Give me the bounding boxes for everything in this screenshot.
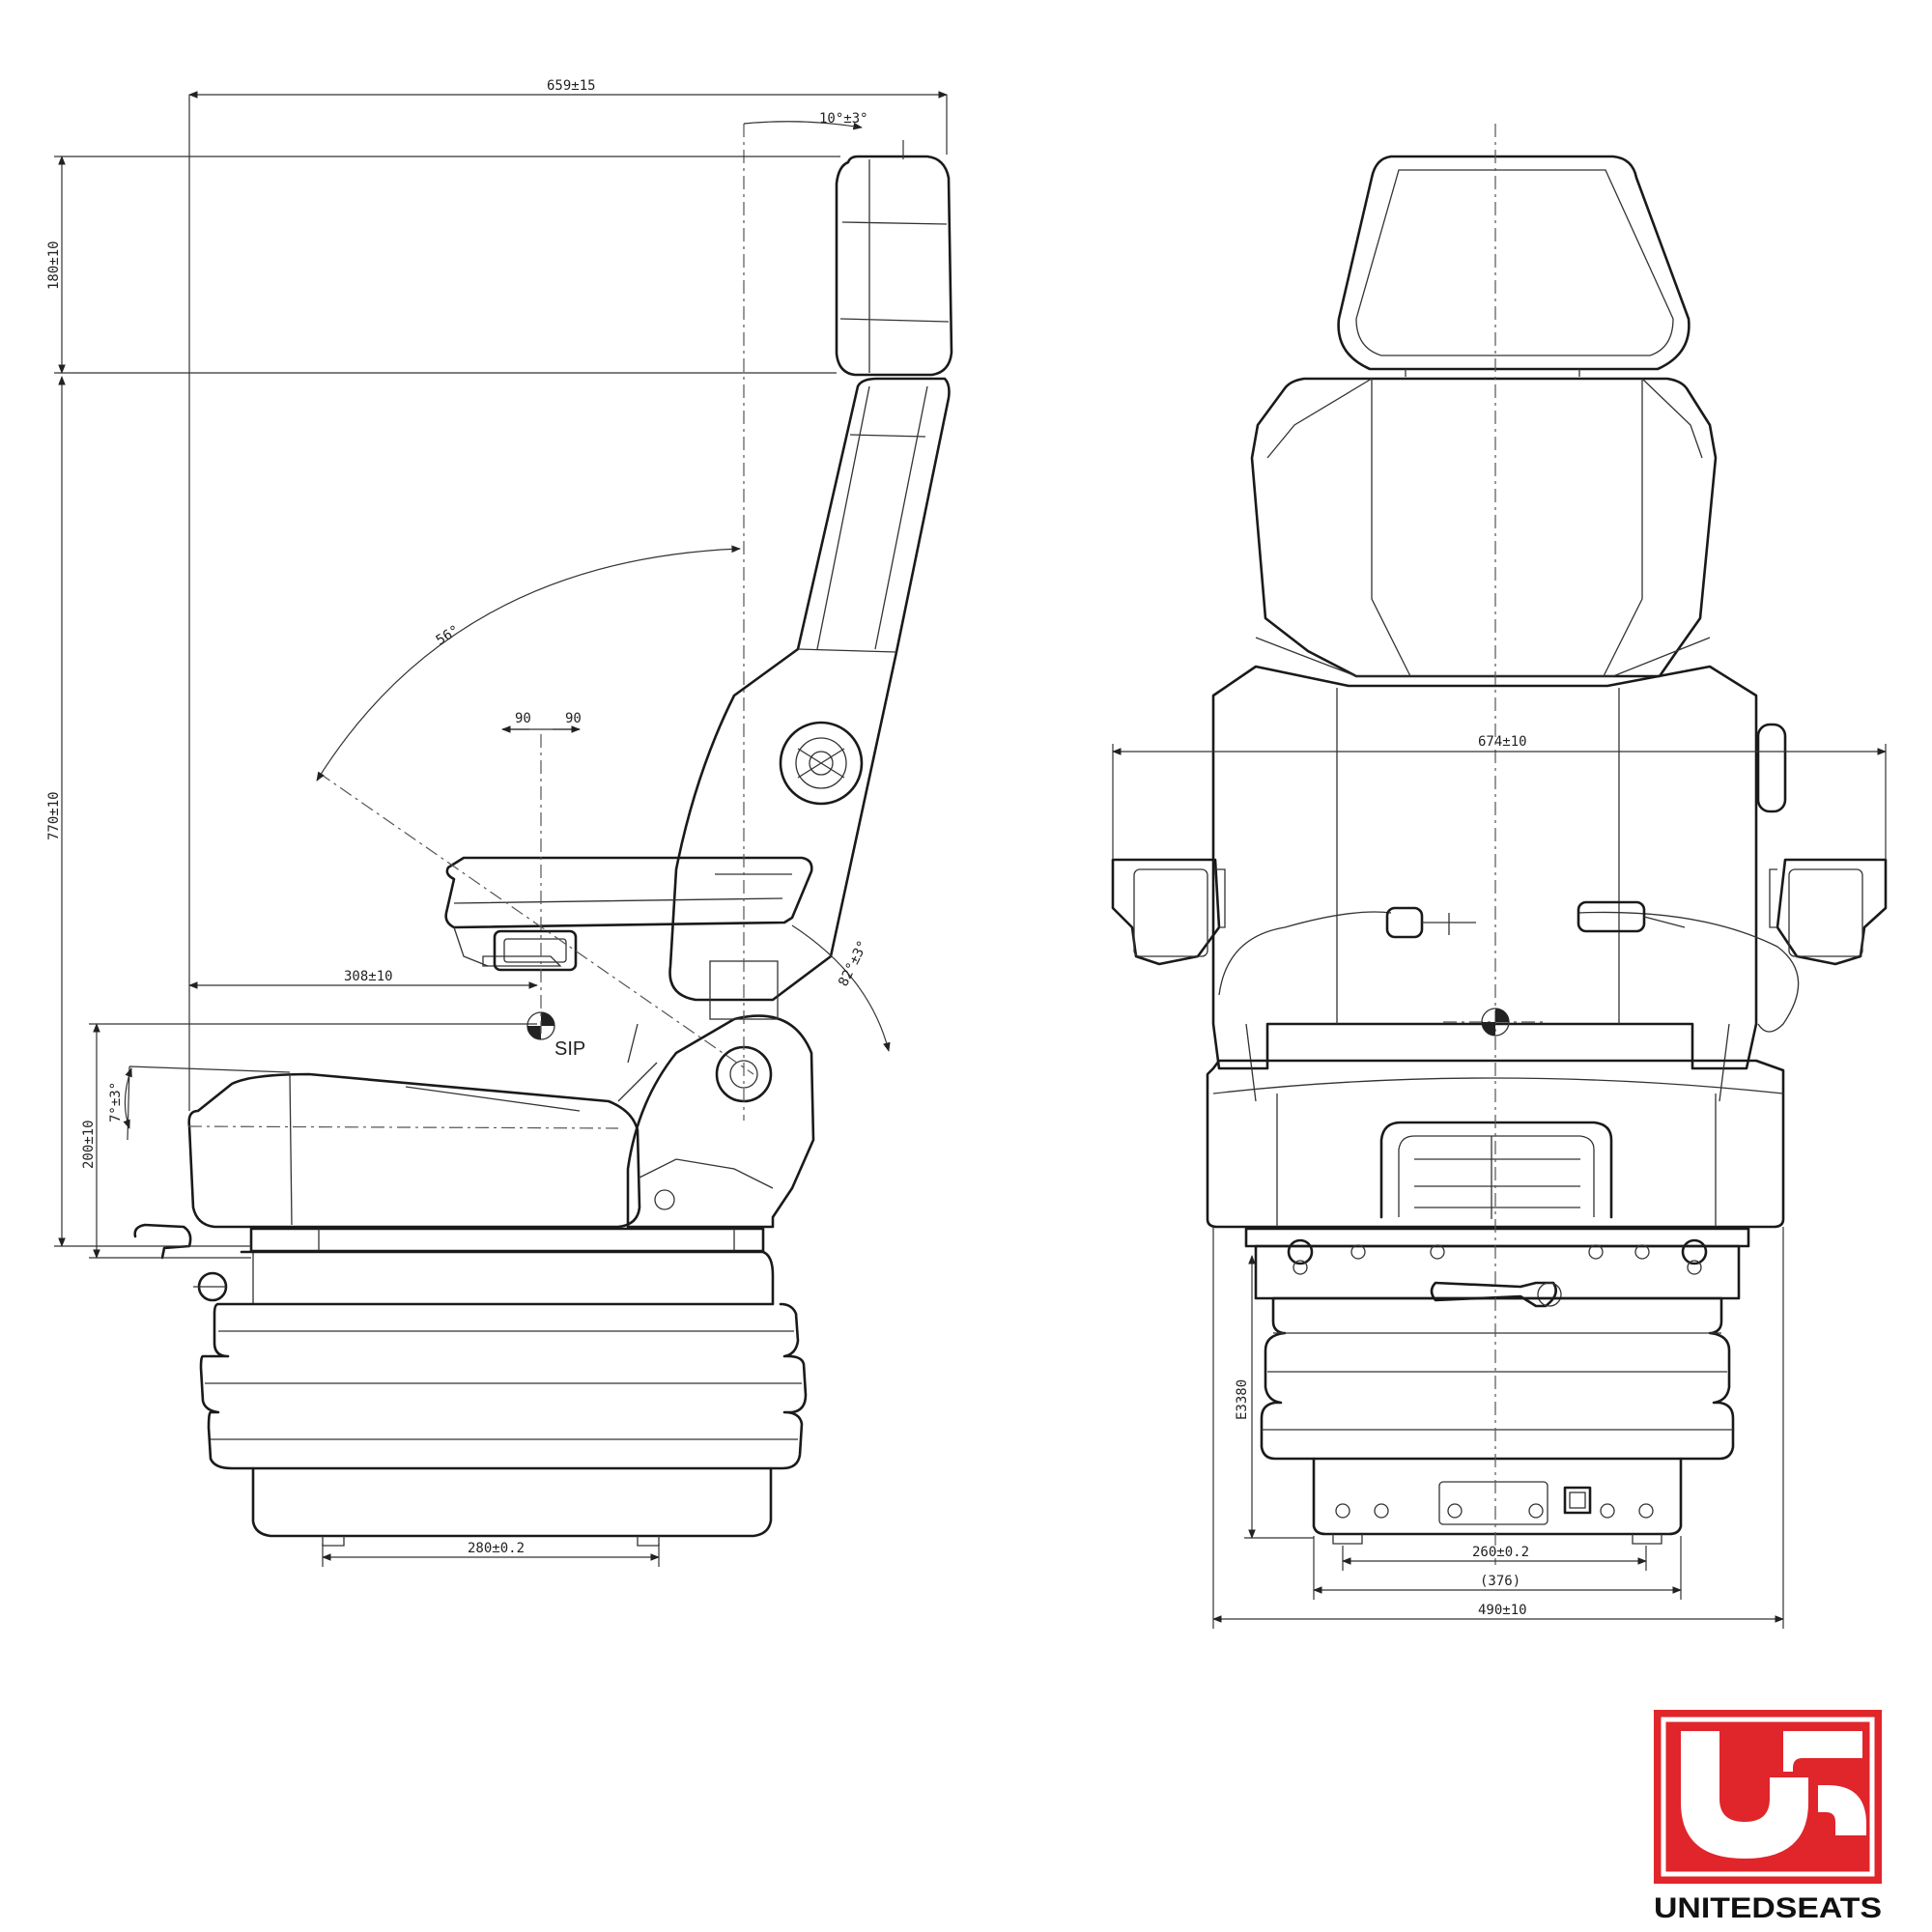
side-armrest [444, 856, 813, 929]
dim-total-height: 770±10 [46, 791, 62, 840]
sip-label: SIP [554, 1038, 585, 1060]
dim-overall-depth: 659±15 [547, 78, 596, 94]
side-view: SIP 659±15 10°±3° 180±10 770±10 56° 90 9… [46, 78, 953, 1567]
side-base [251, 1466, 773, 1538]
brand-logo [1654, 1710, 1882, 1884]
dim-suspension-stroke: E3380 [1235, 1379, 1250, 1420]
dim-overall-width: 490±10 [1478, 1603, 1527, 1618]
side-suspension-bellows [199, 1250, 808, 1470]
front-headrest [1337, 155, 1690, 371]
front-suspension-bellows [1260, 1296, 1735, 1461]
dim-recline-angle: 56° [434, 622, 463, 648]
recline-knob-icon [779, 721, 864, 806]
front-right-armrest [1769, 858, 1888, 966]
front-sip-marker-icon [1481, 1008, 1510, 1037]
dim-cushion-angle: 7°±3° [108, 1082, 124, 1122]
dim-adjust-forward: 90 [565, 711, 582, 726]
side-backrest [668, 377, 951, 1002]
front-seat-cushion [1206, 1059, 1785, 1229]
front-side-knob-icon [1756, 723, 1787, 813]
front-backrest [1250, 377, 1718, 678]
dim-adjust-back: 90 [515, 711, 531, 726]
front-left-armrest [1111, 858, 1226, 966]
front-base-mount-holes [1335, 1503, 1654, 1519]
side-slide-rail [249, 1227, 765, 1253]
brand-name: UNITEDSEATS [1654, 1892, 1882, 1924]
dim-armrest-width: 674±10 [1478, 734, 1527, 750]
front-connector-right-icon [1577, 900, 1646, 933]
dim-armrest-angle: 82°±3° [836, 938, 871, 988]
sip-marker-icon [526, 1011, 555, 1040]
dim-headrest-height: 180±10 [46, 241, 62, 290]
slide-lever-icon [133, 1223, 192, 1260]
front-view: 674±10 E3380 260±0.2 (376) 490±10 [1111, 124, 1888, 1629]
dim-seat-reference: 308±10 [344, 969, 393, 984]
front-base [1312, 1457, 1683, 1536]
dim-base-mount: 280±0.2 [468, 1541, 525, 1556]
front-base-plate [1438, 1481, 1548, 1525]
front-seat-body [1211, 665, 1758, 1070]
front-slide-rail [1244, 1227, 1750, 1248]
front-cable [1218, 911, 1800, 1033]
dim-backrest-tilt: 10°±3° [819, 111, 868, 127]
side-seat-cushion [187, 1072, 641, 1229]
front-connector-left-icon [1385, 906, 1424, 939]
front-height-indicator-icon [1563, 1486, 1592, 1515]
dim-seat-height: 200±10 [81, 1120, 97, 1169]
front-suspension-top [1254, 1244, 1741, 1300]
dim-mount-width: 260±0.2 [1472, 1545, 1529, 1560]
side-headrest [835, 155, 953, 377]
dim-base-width: (376) [1480, 1574, 1520, 1589]
armrest-adjuster-icon [493, 929, 578, 972]
front-seat-handle-icon [1379, 1121, 1613, 1219]
